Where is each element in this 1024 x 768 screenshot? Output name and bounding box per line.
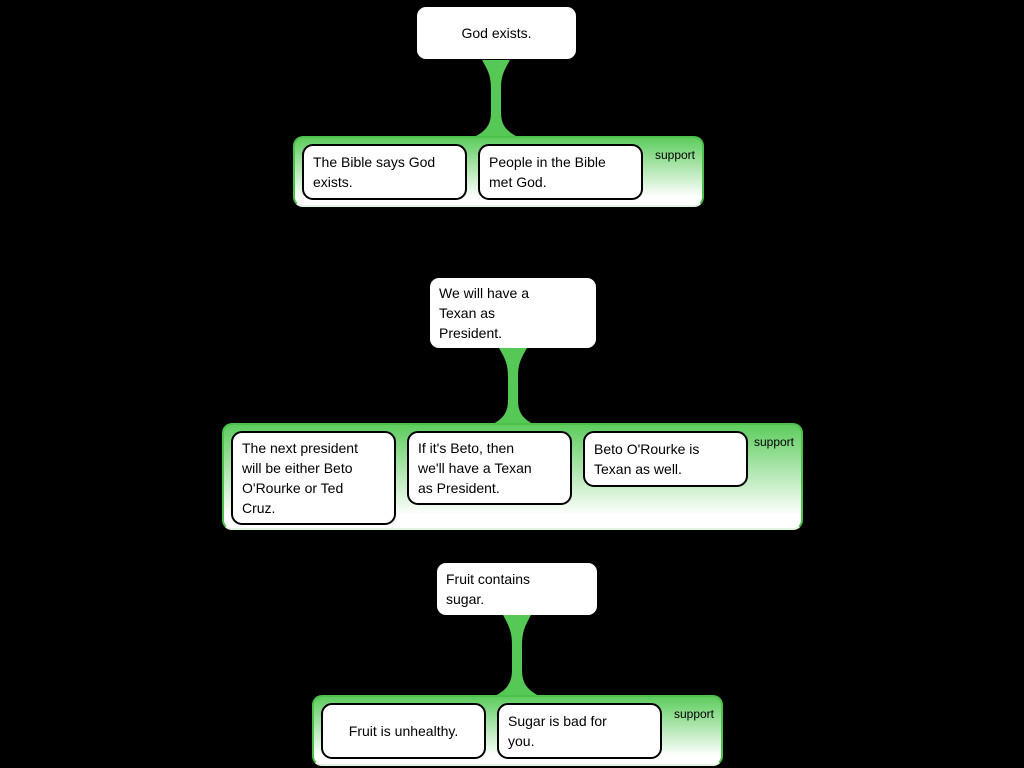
premise-node[interactable]: Beto O'Rourke is Texan as well. — [583, 431, 748, 487]
support-label: support — [654, 148, 695, 162]
support-connector[interactable] — [456, 60, 536, 140]
premise-node[interactable]: The next president will be either Beto O… — [231, 431, 396, 525]
claim-text: We will have a Texan as President. — [439, 285, 530, 341]
premise-row: Fruit is unhealthy. Sugar is bad for you… — [314, 697, 721, 759]
premise-text: Sugar is bad for you. — [508, 713, 607, 749]
premise-node[interactable]: Fruit is unhealthy. — [321, 703, 486, 759]
claim-text: God exists. — [461, 25, 532, 41]
premise-text: The Bible says God exists. — [313, 154, 436, 190]
support-connector[interactable] — [477, 615, 557, 699]
premise-text: Beto O'Rourke is Texan as well. — [594, 441, 700, 477]
premise-row: The Bible says God exists. People in the… — [295, 138, 702, 200]
support-group[interactable]: support Fruit is unhealthy. Sugar is bad… — [312, 695, 723, 766]
premise-node[interactable]: People in the Bible met God. — [478, 144, 643, 200]
support-label: support — [673, 707, 714, 721]
premise-node[interactable]: If it's Beto, then we'll have a Texan as… — [407, 431, 572, 505]
premise-text: The next president will be either Beto O… — [242, 440, 358, 516]
premise-text: If it's Beto, then we'll have a Texan as… — [418, 440, 532, 496]
support-label: support — [753, 435, 794, 449]
claim-text: Fruit contains sugar. — [446, 571, 531, 607]
premise-node[interactable]: The Bible says God exists. — [302, 144, 467, 200]
support-group[interactable]: support The Bible says God exists. Peopl… — [293, 136, 704, 207]
premise-row: The next president will be either Beto O… — [224, 425, 801, 525]
support-connector[interactable] — [473, 348, 553, 428]
claim-node[interactable]: God exists. — [415, 5, 578, 61]
premise-text: People in the Bible met God. — [489, 154, 606, 190]
claim-node[interactable]: We will have a Texan as President. — [428, 276, 598, 350]
claim-node[interactable]: Fruit contains sugar. — [435, 561, 599, 617]
premise-text: Fruit is unhealthy. — [348, 723, 459, 739]
premise-node[interactable]: Sugar is bad for you. — [497, 703, 662, 759]
support-group[interactable]: support The next president will be eithe… — [222, 423, 803, 530]
